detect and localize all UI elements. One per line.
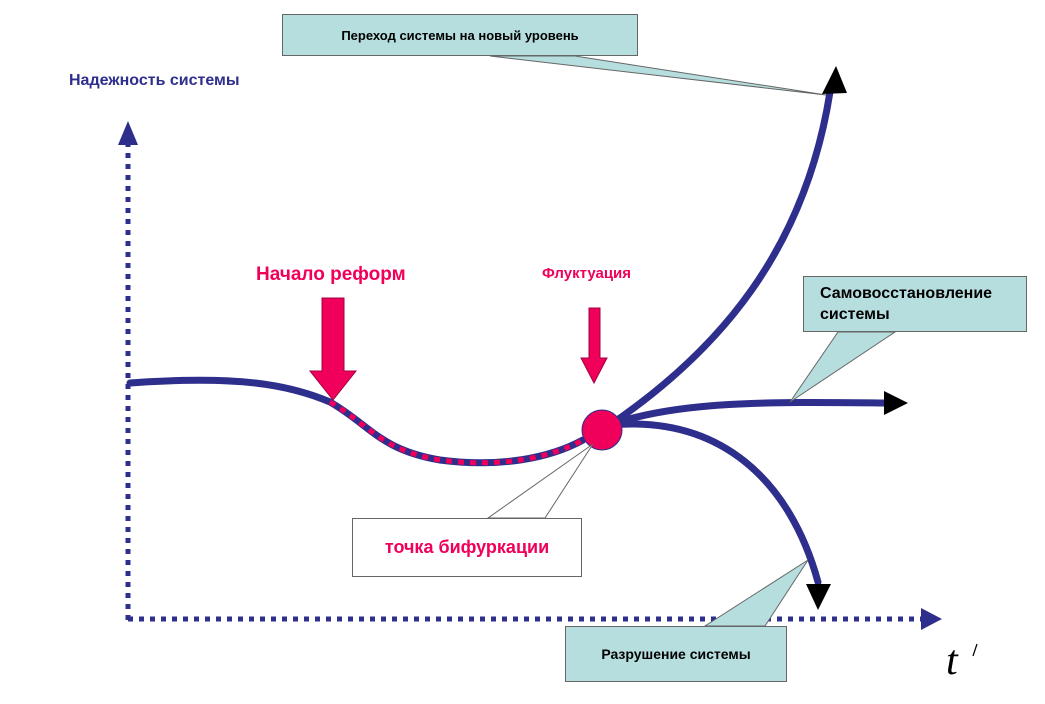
reforms-down-arrow-icon: [308, 297, 358, 401]
callout-new-level: Переход системы на новый уровень: [282, 14, 638, 56]
x-axis-arrowhead: [921, 608, 942, 630]
callout-destruction-text: Разрушение системы: [601, 646, 751, 662]
reforms-start-label: Начало реформ: [256, 264, 406, 285]
callout-bottom-tail: [703, 559, 809, 627]
reform-overlay: [328, 399, 585, 466]
callout-destruction: Разрушение системы: [565, 626, 787, 682]
callout-self-recovery-text: Самовосстановление системы: [820, 285, 993, 323]
branch-new-level-arrowhead: [822, 66, 847, 94]
branch-destruction: [606, 420, 822, 586]
y-axis-arrowhead: [118, 121, 138, 145]
callout-new-level-text: Переход системы на новый уровень: [341, 27, 579, 43]
branch-self-recovery-arrowhead: [884, 391, 908, 415]
bifurcation-circle-icon: [581, 409, 623, 451]
branch-self-recovery: [606, 398, 889, 429]
y-axis-label: Надежность системы: [69, 72, 240, 89]
branch-new-level: [606, 88, 834, 429]
branch-destruction-arrowhead: [806, 584, 831, 610]
callout-self-recovery: Самовосстановление системы: [803, 276, 1027, 332]
fluctuation-label: Флуктуация: [542, 265, 632, 282]
callout-right-tail: [789, 331, 897, 403]
callout-bifurcation: точка бифуркации: [352, 518, 582, 577]
callout-bifurcation-text: точка бифуркации: [384, 537, 550, 557]
x-axis-label: t: [946, 638, 958, 684]
x-axis-label-prime-mark: [972, 643, 978, 657]
fluctuation-down-arrow-icon: [580, 307, 608, 385]
callout-top-tail: [489, 55, 827, 96]
main-curve: [126, 376, 587, 467]
